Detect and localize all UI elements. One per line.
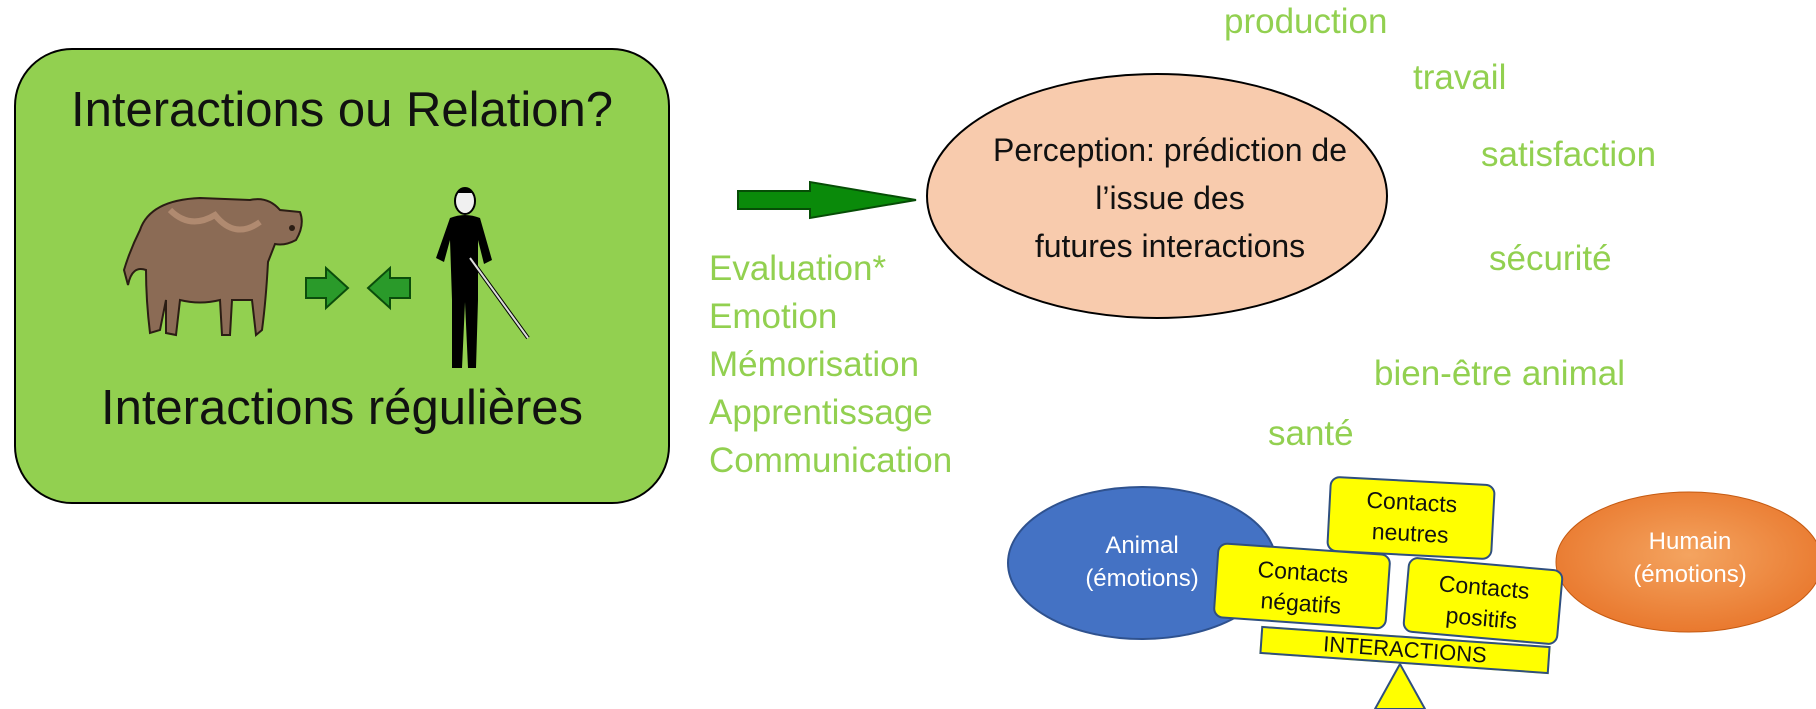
- human-label-line-2: (émotions): [1633, 561, 1747, 588]
- box-title: Interactions ou Relation?: [70, 83, 614, 137]
- human-label: Humain (émotions): [1590, 525, 1790, 591]
- animal-label-line-1: Animal: [1105, 532, 1179, 559]
- contacts-positifs-box: Contacts positifs: [1401, 556, 1565, 646]
- cow-icon: [122, 196, 303, 337]
- arrow-right-icon: [305, 265, 350, 311]
- interactions-box: [14, 48, 670, 504]
- outcome-travail: travail: [1413, 58, 1507, 97]
- process-memorisation: Mémorisation: [709, 345, 920, 384]
- outcome-bien-etre: bien-être animal: [1374, 354, 1625, 393]
- contacts-neutres-box: Contacts neutres: [1326, 475, 1496, 561]
- fulcrum-triangle: [1373, 661, 1427, 709]
- process-communication: Communication: [709, 441, 953, 480]
- process-apprentissage: Apprentissage: [709, 393, 933, 432]
- arrow-left-icon: [366, 265, 411, 311]
- human-label-line-1: Humain: [1648, 528, 1732, 555]
- outcome-production: production: [1224, 2, 1388, 41]
- animal-label-line-2: (émotions): [1085, 565, 1199, 592]
- perception-line-3: futures interactions: [1034, 228, 1306, 264]
- process-evaluation: Evaluation*: [709, 249, 887, 288]
- person-with-stick-icon: [436, 187, 530, 368]
- perception-text: Perception: prédiction de l’issue des fu…: [960, 126, 1380, 270]
- contacts-negatifs-box: Contacts négatifs: [1212, 542, 1392, 630]
- outcome-securite: sécurité: [1489, 239, 1612, 278]
- animal-label: Animal (émotions): [1042, 529, 1242, 595]
- outcome-sante: santé: [1268, 414, 1354, 453]
- perception-ellipse: [926, 73, 1388, 319]
- big-arrow-icon: [737, 180, 917, 220]
- outcome-satisfaction: satisfaction: [1481, 135, 1657, 174]
- perception-line-2: l’issue des: [1095, 180, 1245, 216]
- box-subtitle: Interactions régulières: [100, 381, 584, 435]
- human-ellipse: [1555, 491, 1816, 633]
- perception-line-1: Perception: prédiction de: [993, 132, 1347, 168]
- process-emotion: Emotion: [709, 297, 838, 336]
